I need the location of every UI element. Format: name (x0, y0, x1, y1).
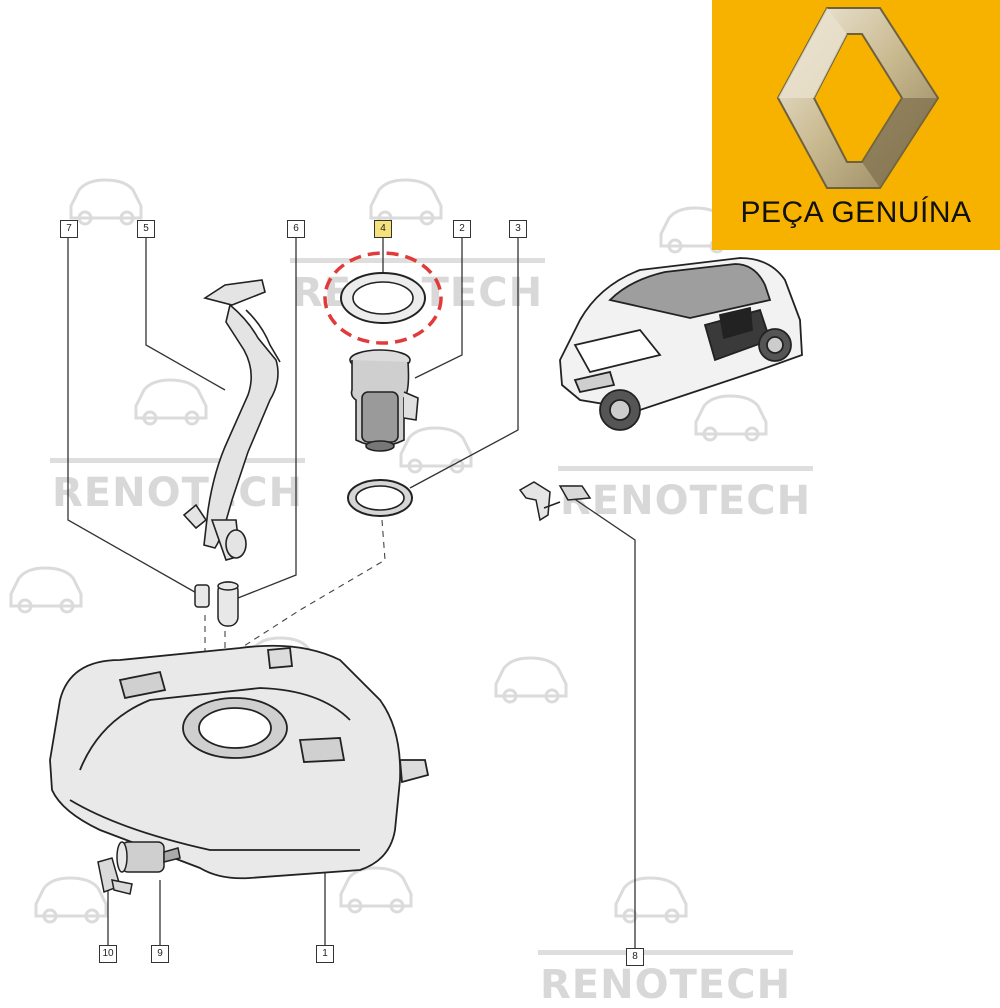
callout-3[interactable]: 3 (509, 220, 527, 238)
fuel-tank-icon (49, 644, 430, 880)
callout-7[interactable]: 7 (60, 220, 78, 238)
callout-9[interactable]: 9 (151, 945, 169, 963)
callout-6[interactable]: 6 (287, 220, 305, 238)
badge-text: PEÇA GENUÍNA (740, 196, 972, 229)
callout-2[interactable]: 2 (453, 220, 471, 238)
level-sensor-part (518, 481, 592, 522)
fuel-filter-part (116, 841, 181, 873)
seal-ring-part (340, 272, 426, 324)
callout-10[interactable]: 10 (99, 945, 117, 963)
callout-8[interactable]: 8 (626, 948, 644, 966)
callout-4[interactable]: 4 (374, 220, 392, 238)
fuel-pump-module (349, 349, 419, 452)
renault-logo-icon (776, 7, 940, 189)
car-illustration (559, 257, 803, 431)
callout-1[interactable]: 1 (316, 945, 334, 963)
highlight-ring (323, 251, 443, 345)
hose-part (194, 581, 239, 627)
tank-seal-ring (347, 479, 413, 517)
watermark-renotech-left: RENOTECH (52, 470, 304, 516)
callout-5[interactable]: 5 (137, 220, 155, 238)
genuine-part-badge: PEÇA GENUÍNA (712, 0, 1000, 250)
watermark-bar (290, 258, 545, 263)
watermark-bar (50, 458, 305, 463)
filler-neck-part (182, 279, 281, 561)
watermark-renotech-right: RENOTECH (560, 478, 812, 524)
leader-lines (67, 236, 636, 950)
watermark-bar (538, 950, 793, 955)
filter-bracket-part (97, 857, 133, 895)
watermark-bar (558, 466, 813, 471)
